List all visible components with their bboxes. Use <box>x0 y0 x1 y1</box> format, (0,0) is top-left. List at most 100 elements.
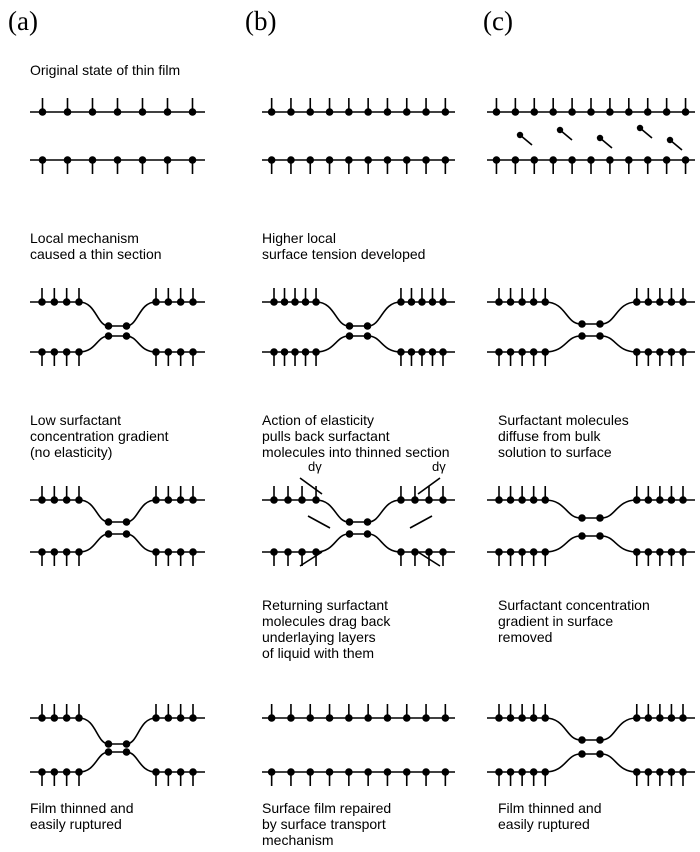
surfactant-head <box>267 156 276 164</box>
surfactant-head <box>506 496 515 504</box>
flow-arrow <box>307 515 331 529</box>
surfactant-head <box>644 714 653 722</box>
surfactant-head <box>104 518 113 526</box>
surfactant-head <box>632 298 641 306</box>
film-b1-bottom-line <box>262 335 455 353</box>
surfactant-head <box>270 548 278 556</box>
surfactant-head <box>578 320 586 328</box>
flow-arrow <box>409 515 433 529</box>
surfactant-head <box>270 496 278 504</box>
surfactant-head <box>312 298 320 306</box>
surfactant-head <box>441 156 450 164</box>
film-c1-bottom-line <box>487 335 695 353</box>
surfactant-head <box>287 108 295 116</box>
surfactant-head <box>568 108 576 116</box>
column-label-c: (c) <box>483 6 513 36</box>
bulk-surfactant-tail <box>669 139 683 151</box>
surfactant-head <box>518 496 526 504</box>
surfactant-head <box>50 548 59 556</box>
surfactant-head <box>632 768 641 776</box>
surfactant-head <box>422 768 430 776</box>
surfactant-head <box>625 108 633 116</box>
surfactant-head <box>441 768 450 776</box>
surfactant-head <box>364 714 372 722</box>
film-b2-top-line <box>262 499 455 523</box>
film-a3-top-line <box>30 717 205 745</box>
surfactant-head <box>75 768 83 776</box>
surfactant-head <box>63 108 72 116</box>
surfactant-head <box>578 750 586 758</box>
surfactant-head <box>632 348 641 356</box>
surfactant-head <box>75 298 83 306</box>
film-a1-bottom-line <box>30 335 205 353</box>
surfactant-head <box>518 298 526 306</box>
surfactant-head <box>402 768 411 776</box>
surfactant-head <box>667 298 676 306</box>
surfactant-head <box>298 548 306 556</box>
surfactant-head <box>189 348 197 356</box>
caption-a-original: Original state of thin film <box>30 62 181 78</box>
surfactant-head <box>267 714 276 722</box>
surfactant-head <box>62 348 71 356</box>
caption-a-low-gradient: Low surfactant concentration gradient (n… <box>30 412 169 460</box>
surfactant-head <box>312 348 320 356</box>
surfactant-head <box>63 156 72 164</box>
surfactant-head <box>518 714 526 722</box>
surface-tension-gradient-left: dγ <box>308 459 322 474</box>
surfactant-head <box>679 768 687 776</box>
film-c1-top-line <box>487 301 695 325</box>
surfactant-head <box>138 156 147 164</box>
surfactant-head <box>152 496 160 504</box>
surfactant-head <box>164 348 173 356</box>
surfactant-head <box>596 532 604 540</box>
surfactant-head <box>345 518 354 526</box>
surfactant-head <box>284 548 292 556</box>
surfactant-head <box>50 714 59 722</box>
surfactant-head <box>679 348 687 356</box>
surfactant-head <box>495 768 503 776</box>
surfactant-head <box>529 496 538 504</box>
bulk-surfactant-tail <box>639 127 653 139</box>
surfactant-head <box>152 714 160 722</box>
surfactant-head <box>88 156 97 164</box>
caption-b-higher-tension: Higher local surface tension developed <box>262 230 426 262</box>
surfactant-head <box>325 714 334 722</box>
surfactant-head <box>506 548 515 556</box>
surfactant-head <box>407 348 416 356</box>
surfactant-head <box>383 108 392 116</box>
surfactant-head <box>578 332 586 340</box>
film-c3-bottom-line <box>487 753 695 773</box>
surfactant-head <box>345 108 353 116</box>
surfactant-head <box>596 736 604 744</box>
surfactant-head <box>587 108 595 116</box>
surfactant-head <box>425 548 433 556</box>
surfactant-head <box>383 156 392 164</box>
surfactant-head <box>62 768 71 776</box>
caption-c-diffuse: Surfactant molecules diffuse from bulk s… <box>498 412 629 460</box>
surfactant-head <box>587 156 595 164</box>
surfactant-head <box>397 298 405 306</box>
surfactant-head <box>667 714 676 722</box>
surfactant-head <box>518 768 526 776</box>
surfactant-head <box>75 348 83 356</box>
surfactant-head <box>656 298 664 306</box>
surfactant-head <box>529 348 538 356</box>
surfactant-head <box>397 496 405 504</box>
surfactant-head <box>529 768 538 776</box>
surfactant-head <box>679 714 687 722</box>
surfactant-head <box>681 156 690 164</box>
surfactant-head <box>578 532 586 540</box>
surfactant-head <box>291 298 299 306</box>
surfactant-head <box>38 714 46 722</box>
surfactant-head <box>345 322 354 330</box>
surfactant-head <box>280 298 289 306</box>
surfactant-head <box>62 496 71 504</box>
surfactant-head <box>113 108 122 116</box>
surfactant-head <box>306 768 315 776</box>
surfactant-head <box>164 714 173 722</box>
surfactant-head <box>418 348 426 356</box>
surfactant-head <box>632 496 641 504</box>
flow-arrow <box>299 551 323 567</box>
film-b2-bottom-line <box>262 533 455 553</box>
surfactant-head <box>163 108 172 116</box>
